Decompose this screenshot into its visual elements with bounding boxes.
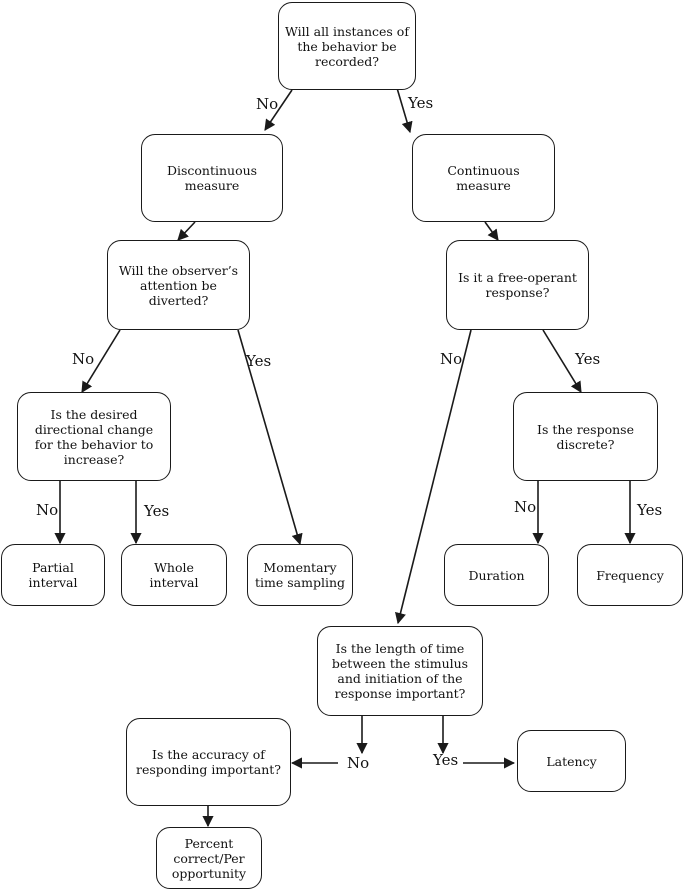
label-all-yes: Yes bbox=[408, 94, 434, 112]
label-latency-no: No bbox=[347, 754, 370, 772]
node-continuous: Continuous measure bbox=[412, 134, 555, 222]
label-discrete-no: No bbox=[514, 498, 537, 516]
node-attention: Will the observer’s attention be diverte… bbox=[107, 240, 250, 330]
edge-continuous-free-operant bbox=[484, 221, 499, 241]
label-attention-yes: Yes bbox=[246, 352, 272, 370]
node-whole-interval: Whole interval bbox=[121, 544, 227, 606]
label-free-operant-yes: Yes bbox=[575, 350, 601, 368]
node-duration: Duration bbox=[444, 544, 549, 606]
label-increase-no: No bbox=[36, 501, 59, 519]
node-partial-interval: Partial interval bbox=[1, 544, 105, 606]
edge-all-no bbox=[264, 89, 293, 131]
node-increase: Is the desired directional change for th… bbox=[17, 392, 171, 481]
label-all-no: No bbox=[256, 95, 279, 113]
node-discontinuous: Discontinuous measure bbox=[141, 134, 283, 222]
edge-discontinuous-attention bbox=[177, 221, 196, 241]
node-all-recorded: Will all instances of the behavior be re… bbox=[278, 2, 416, 90]
label-increase-yes: Yes bbox=[144, 502, 170, 520]
label-latency-yes: Yes bbox=[433, 751, 459, 769]
edge-free-operant-yes bbox=[542, 329, 582, 393]
label-free-operant-no: No bbox=[440, 350, 463, 368]
node-accuracy: Is the accuracy of responding important? bbox=[126, 718, 291, 806]
node-percent-correct: Percent correct/Per opportunity bbox=[156, 827, 262, 889]
label-attention-no: No bbox=[72, 350, 95, 368]
node-free-operant: Is it a free-operant response? bbox=[446, 240, 589, 330]
label-discrete-yes: Yes bbox=[637, 501, 663, 519]
node-discrete: Is the response discrete? bbox=[513, 392, 658, 481]
node-latency-question: Is the length of time between the stimul… bbox=[317, 626, 483, 716]
edge-all-yes bbox=[396, 87, 413, 134]
edge-attention-yes bbox=[237, 329, 303, 546]
edge-free-operant-no bbox=[395, 329, 472, 625]
node-frequency: Frequency bbox=[577, 544, 683, 606]
edge-attention-no bbox=[81, 329, 121, 393]
node-latency: Latency bbox=[517, 730, 626, 792]
node-momentary-time-sampling: Momentary time sampling bbox=[247, 544, 353, 606]
